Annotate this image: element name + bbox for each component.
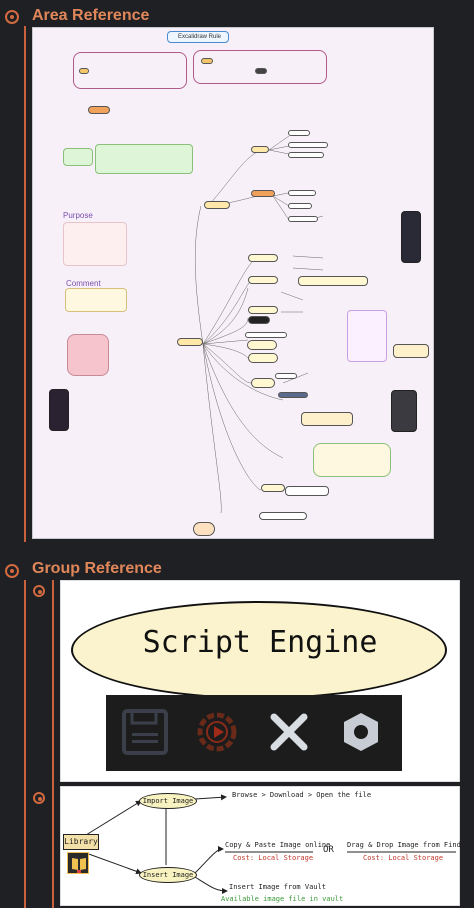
sub-collapse-icon[interactable] (33, 585, 45, 597)
script-engine-title: Script Engine (142, 625, 378, 660)
icon-toolbar (106, 695, 402, 771)
comment-label: Comment (66, 279, 101, 288)
branch-3[interactable] (248, 306, 278, 314)
section-collapse-icon[interactable] (5, 10, 19, 24)
section-collapse-icon[interactable] (5, 564, 19, 578)
save-icon[interactable] (118, 705, 172, 759)
pink-note[interactable] (67, 334, 109, 376)
import-image-node[interactable]: Import Image (139, 793, 197, 809)
leaf-3[interactable] (288, 152, 324, 158)
sub-collapse-icon[interactable] (33, 792, 45, 804)
blue-chip[interactable] (278, 392, 308, 398)
yellow-note[interactable] (79, 68, 89, 74)
leaf-6[interactable] (288, 216, 318, 222)
sub-indent-line (52, 580, 54, 908)
phone-screenshot[interactable] (391, 390, 417, 432)
close-icon[interactable] (262, 705, 316, 759)
drag-drop-text: Drag & Drop Image from Finder (347, 841, 470, 849)
image-flow-card[interactable]: Library Import Image Browse > Download >… (60, 786, 469, 906)
green-box-a[interactable] (63, 148, 93, 166)
branch-7[interactable] (261, 484, 285, 492)
dark-screenshot[interactable] (49, 389, 69, 431)
insert-image-node[interactable]: Insert Image (139, 867, 197, 883)
hexagon-icon[interactable] (334, 705, 388, 759)
branch-4[interactable] (247, 340, 277, 350)
bottom-note[interactable] (259, 512, 307, 520)
area-reference-heading: Area Reference (32, 7, 150, 24)
yellow-callout[interactable] (301, 412, 353, 426)
section-indent-line (24, 26, 26, 542)
branch-1[interactable] (248, 254, 278, 262)
purple-list[interactable] (347, 310, 387, 362)
black-bar[interactable] (248, 316, 270, 324)
script-tag[interactable] (201, 58, 213, 64)
flow-arrows (85, 794, 456, 894)
orange-footnote[interactable] (193, 522, 215, 536)
library-label[interactable]: Library (63, 834, 99, 850)
dark-tag[interactable] (255, 68, 267, 74)
cost-right-text: Cost: Local Storage (363, 854, 444, 862)
branch-2-detail[interactable] (298, 276, 368, 286)
orange-hub[interactable] (251, 190, 275, 197)
insert-vault-text: Insert Image from Vault (229, 883, 326, 891)
orange-label[interactable] (88, 106, 110, 114)
cost-left-text: Cost: Local Storage (233, 854, 314, 862)
branch-6[interactable] (251, 378, 275, 388)
comment-note[interactable] (65, 288, 127, 312)
branch-2[interactable] (248, 276, 278, 284)
leaf-1[interactable] (288, 130, 310, 136)
sample-frame-1[interactable] (73, 52, 187, 89)
hub-node[interactable] (251, 146, 269, 153)
code-callout[interactable] (313, 443, 391, 477)
or-text: OR (323, 845, 334, 855)
browse-path-text: Browse > Download > Open the file (232, 791, 372, 799)
purpose-note[interactable] (63, 222, 127, 266)
leaf-2[interactable] (288, 142, 328, 148)
leaf-5[interactable] (288, 203, 312, 209)
green-box-b[interactable] (95, 144, 193, 174)
branch-5[interactable] (248, 353, 278, 363)
branch-6-a[interactable] (275, 373, 297, 379)
area-reference-canvas[interactable]: Excalidraw Rule Purpose Comment (32, 27, 434, 539)
rule-pill[interactable]: Excalidraw Rule (167, 31, 229, 43)
mini-row[interactable] (245, 332, 287, 338)
group-reference-heading: Group Reference (32, 560, 162, 577)
main-hub[interactable] (177, 338, 203, 346)
available-text: Available image file in vault (221, 895, 344, 903)
copy-paste-text: Copy & Paste Image online (225, 841, 331, 849)
sample-frame-2[interactable] (193, 50, 327, 84)
leaf-4[interactable] (288, 190, 316, 196)
menu-screenshot[interactable] (401, 211, 421, 263)
script-engine-card[interactable]: Script Engine (60, 580, 460, 782)
script-engine-ellipse (71, 601, 447, 699)
book-icon (67, 852, 89, 874)
center-node[interactable] (204, 201, 230, 209)
play-gear-icon[interactable] (190, 705, 244, 759)
branch-7-detail[interactable] (285, 486, 329, 496)
tip-callout[interactable] (393, 344, 429, 358)
purpose-label: Purpose (63, 211, 93, 220)
section-indent-line (24, 580, 26, 908)
